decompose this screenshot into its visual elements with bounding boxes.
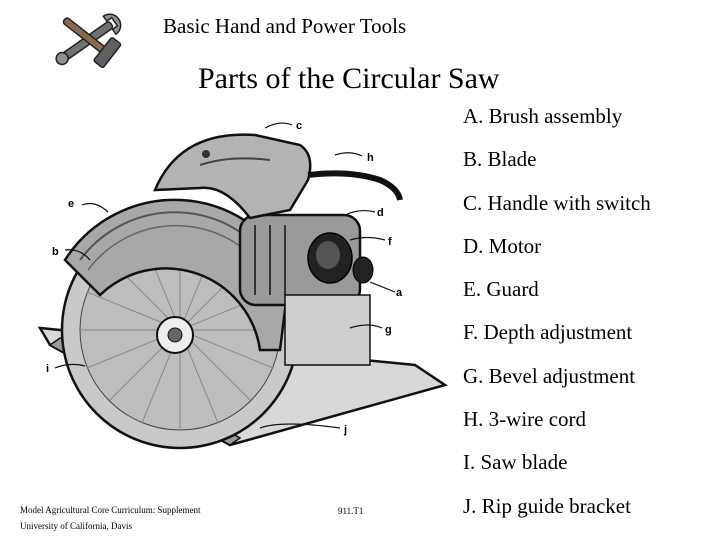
- footer-line-2: University of California, Davis: [20, 521, 132, 531]
- diagram-label-c: c: [296, 120, 302, 132]
- list-item: G. Bevel adjustment: [463, 363, 636, 388]
- power-cord: [307, 170, 403, 201]
- tools-logo: [44, 6, 136, 72]
- diagram-label-b: b: [52, 246, 59, 258]
- diagram-label-f: f: [388, 236, 392, 248]
- footer-credits: Model Agricultural Core Curriculum: Supp…: [20, 502, 200, 534]
- diagram-label-d: d: [377, 207, 384, 219]
- diagram-label-i: i: [46, 363, 49, 375]
- diagram-label-e: e: [68, 198, 74, 210]
- diagram-label-a: a: [396, 287, 403, 299]
- circular-saw-illustration: c h e d f b a g i j: [30, 100, 450, 480]
- handle: [153, 133, 312, 220]
- parts-list: A. Brush assembly B. Blade C. Handle wit…: [463, 100, 651, 533]
- page-title: Parts of the Circular Saw: [198, 62, 500, 95]
- list-item: I. Saw blade: [463, 450, 568, 475]
- motor-housing: [238, 213, 374, 307]
- list-item: C. Handle with switch: [463, 190, 651, 215]
- list-item: D. Motor: [463, 233, 542, 258]
- list-item: B. Blade: [463, 147, 537, 172]
- diagram-label-h: h: [367, 152, 374, 164]
- diagram-label-j: j: [343, 424, 347, 436]
- list-item: E. Guard: [463, 277, 539, 302]
- footer-line-1: Model Agricultural Core Curriculum: Supp…: [20, 505, 201, 515]
- hammer-wrench-icon: [55, 13, 122, 69]
- list-item: A. Brush assembly: [463, 104, 623, 128]
- diagram-part-labels: c h e d f b a g i j: [46, 120, 403, 436]
- list-item: H. 3-wire cord: [463, 407, 587, 432]
- slide-number: 911.T1: [338, 506, 364, 516]
- header-title: Basic Hand and Power Tools: [163, 14, 407, 38]
- diagram-label-g: g: [385, 324, 392, 336]
- list-item: F. Depth adjustment: [463, 320, 633, 345]
- list-item: J. Rip guide bracket: [463, 493, 631, 518]
